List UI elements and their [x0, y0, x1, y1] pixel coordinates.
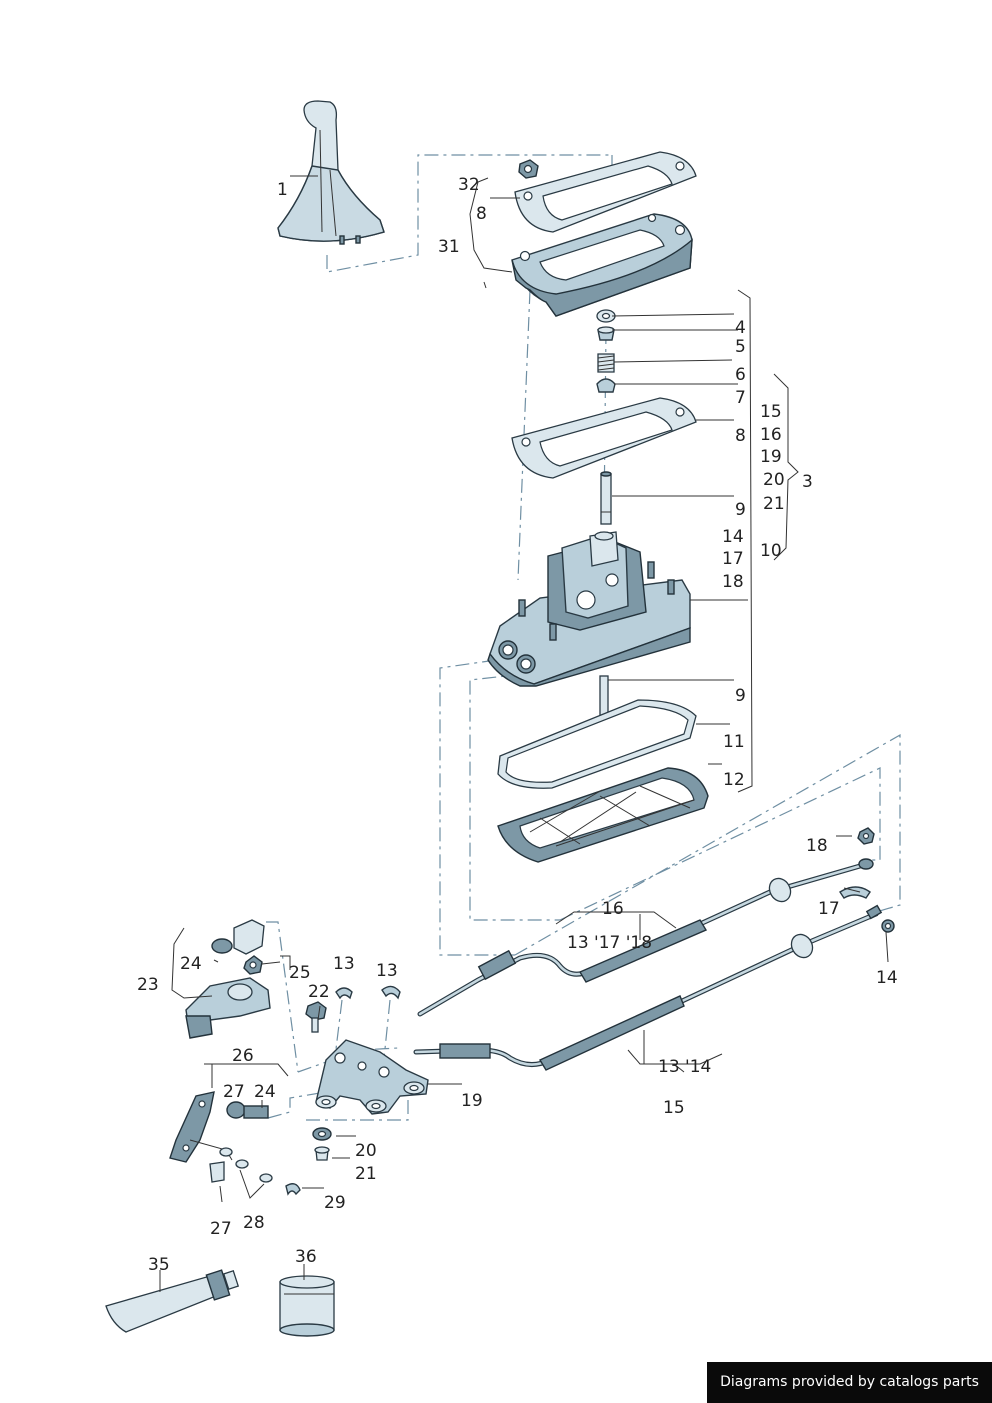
label-8-top: 8 [476, 204, 487, 224]
label-6: 6 [735, 365, 746, 385]
label-10: 10 [760, 541, 782, 561]
label-23: 23 [137, 975, 159, 995]
label-18-nut: 18 [806, 836, 828, 856]
label-36: 36 [295, 1247, 317, 1267]
label-14-housing: 14 [722, 527, 744, 547]
label-20-grommet: 20 [355, 1141, 377, 1161]
grease-tube-part [105, 1269, 240, 1333]
cable-end-small-parts [839, 827, 895, 933]
label-18-housing: 18 [722, 572, 744, 592]
label-12: 12 [723, 770, 745, 790]
label-22: 22 [308, 982, 330, 1002]
label-13-clip-a: 13 [333, 954, 355, 974]
lever-assembly-23-part [185, 919, 271, 1039]
label-3: 3 [802, 472, 813, 492]
circlip-13-parts [335, 985, 401, 1000]
base-plate-part [497, 767, 709, 863]
label-16-cable: 16 [602, 899, 624, 919]
lever-shaft-top-part [600, 471, 612, 525]
label-24-lower: 24 [254, 1082, 276, 1102]
label-13-17-18: 13 '17 '18 [567, 933, 652, 953]
middle-gasket-part [511, 397, 697, 479]
part-labels: 1 32 8 31 4 5 6 7 8 9 14 17 18 15 16 19 … [137, 175, 898, 1275]
gear-boot-part [277, 100, 385, 245]
label-17-housing: 17 [722, 549, 744, 569]
label-11: 11 [723, 732, 745, 752]
credit-banner: Diagrams provided by catalogs parts [707, 1362, 992, 1403]
label-8-mid: 8 [735, 426, 746, 446]
label-9-lower: 9 [735, 686, 746, 706]
label-9-top: 9 [735, 500, 746, 520]
label-21-group: 21 [763, 494, 785, 514]
label-27-lower: 27 [210, 1219, 232, 1239]
label-17-clip: 17 [818, 899, 840, 919]
relay-lever-26-part [169, 1091, 301, 1196]
label-7: 7 [735, 388, 746, 408]
label-24-upper: 24 [180, 954, 202, 974]
selector-cable-part [413, 904, 883, 1071]
gearshift-housing-part [487, 531, 691, 687]
label-28: 28 [243, 1213, 265, 1233]
nut-32-part [518, 159, 539, 179]
cover-frame-part [511, 213, 693, 317]
label-15-cable: 15 [663, 1098, 685, 1118]
label-15-group: 15 [760, 402, 782, 422]
seal-part [497, 699, 697, 789]
label-14-nut: 14 [876, 968, 898, 988]
label-13-14: 13 '14 [658, 1057, 711, 1077]
bolt-22-part [305, 1001, 327, 1033]
shift-cable-part [417, 858, 874, 1017]
label-26: 26 [232, 1046, 254, 1066]
label-25: 25 [289, 963, 311, 983]
label-4: 4 [735, 318, 746, 338]
label-1: 1 [277, 180, 288, 200]
label-19-group: 19 [760, 447, 782, 467]
grease-tin-part [279, 1275, 335, 1337]
label-32: 32 [458, 175, 480, 195]
grommet-sleeve-parts [312, 1127, 332, 1161]
label-29: 29 [324, 1193, 346, 1213]
label-13-clip-b: 13 [376, 961, 398, 981]
label-16-group: 16 [760, 425, 782, 445]
label-31: 31 [438, 237, 460, 257]
top-gasket-part [514, 151, 697, 233]
label-27-upper: 27 [223, 1082, 245, 1102]
label-5: 5 [735, 337, 746, 357]
label-35: 35 [148, 1255, 170, 1275]
leader-lines [159, 175, 889, 1292]
label-19-bracket: 19 [461, 1091, 483, 1111]
label-20-group: 20 [763, 470, 785, 490]
label-21-sleeve: 21 [355, 1164, 377, 1184]
bracket-19-part [315, 1039, 429, 1115]
